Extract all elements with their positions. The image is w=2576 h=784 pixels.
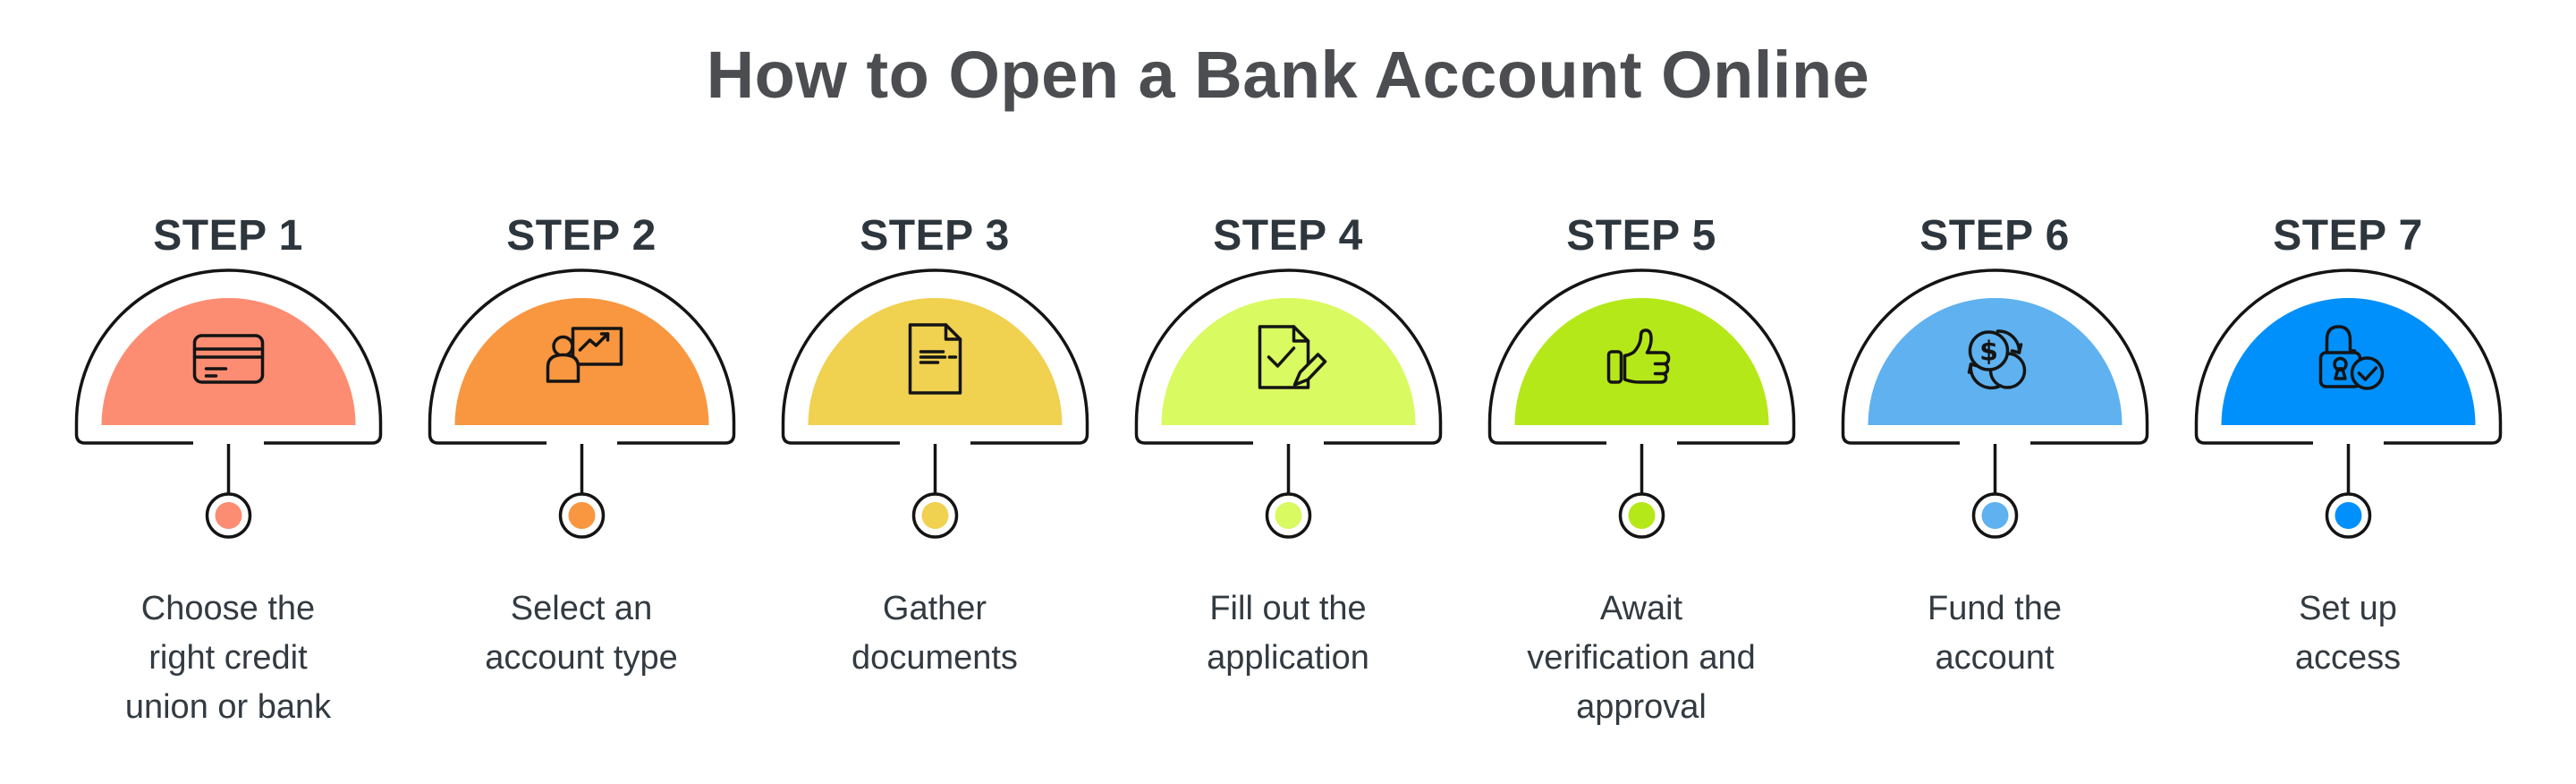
step-label: STEP 5: [1566, 212, 1716, 260]
step-description: Choose the right credit union or bank: [124, 590, 332, 726]
step-item: STEP 4 Fill out the application: [1112, 211, 1465, 732]
svg-text:$: $: [1979, 337, 1998, 368]
connector-dot: [2334, 502, 2361, 529]
step-description: Fill out the application: [1207, 590, 1369, 677]
step-item: STEP 6 $ Fund the account: [1818, 211, 2172, 732]
page-title: How to Open a Bank Account Online: [706, 38, 1870, 112]
connector-dot: [921, 502, 948, 529]
step-description: Gather documents: [852, 590, 1018, 677]
step-item: STEP 3 Gather documents: [758, 211, 1112, 732]
step-label: STEP 7: [2273, 212, 2423, 260]
connector-dot: [215, 502, 242, 529]
step-dome: [1487, 268, 1795, 539]
step-item: STEP 7 Set up access: [2172, 211, 2525, 732]
dome-fill: [1161, 298, 1415, 425]
step-dome: [781, 268, 1089, 539]
step-description: Fund the account: [1928, 590, 2062, 677]
money-transfer-icon: $: [1967, 329, 2026, 390]
step-item: STEP 1 Choose the right credit union or …: [52, 211, 405, 732]
step-label: STEP 1: [153, 212, 303, 260]
steps-row: STEP 1 Choose the right credit union or …: [0, 211, 2576, 732]
dome-fill: [454, 298, 708, 425]
step-description: Set up access: [2294, 590, 2402, 677]
step-dome: $: [1841, 268, 2148, 539]
step-dome: [428, 268, 735, 539]
step-item: STEP 2 Select an account type: [405, 211, 758, 732]
step-label: STEP 3: [860, 212, 1010, 260]
connector-dot: [568, 502, 595, 529]
connector-dot: [1275, 502, 1301, 529]
step-description: Await verification and approval: [1527, 590, 1756, 726]
step-dome: [74, 268, 382, 539]
step-item: STEP 5 Await verification and approval: [1465, 211, 1818, 732]
step-dome: [1134, 268, 1442, 539]
document-icon: [908, 323, 962, 395]
step-label: STEP 2: [506, 212, 657, 260]
account-type-icon: [546, 327, 623, 383]
step-description: Select an account type: [485, 590, 678, 677]
connector-dot: [1628, 502, 1655, 529]
step-label: STEP 4: [1213, 212, 1363, 260]
connector-dot: [1981, 502, 2008, 529]
dome-fill: [101, 298, 355, 425]
credit-card-icon: [192, 334, 264, 384]
step-dome: [2194, 268, 2502, 539]
lock-access-icon: [2318, 325, 2384, 390]
step-label: STEP 6: [1919, 212, 2070, 260]
thumbs-up-icon: [1606, 328, 1670, 384]
application-form-icon: [1258, 325, 1326, 389]
